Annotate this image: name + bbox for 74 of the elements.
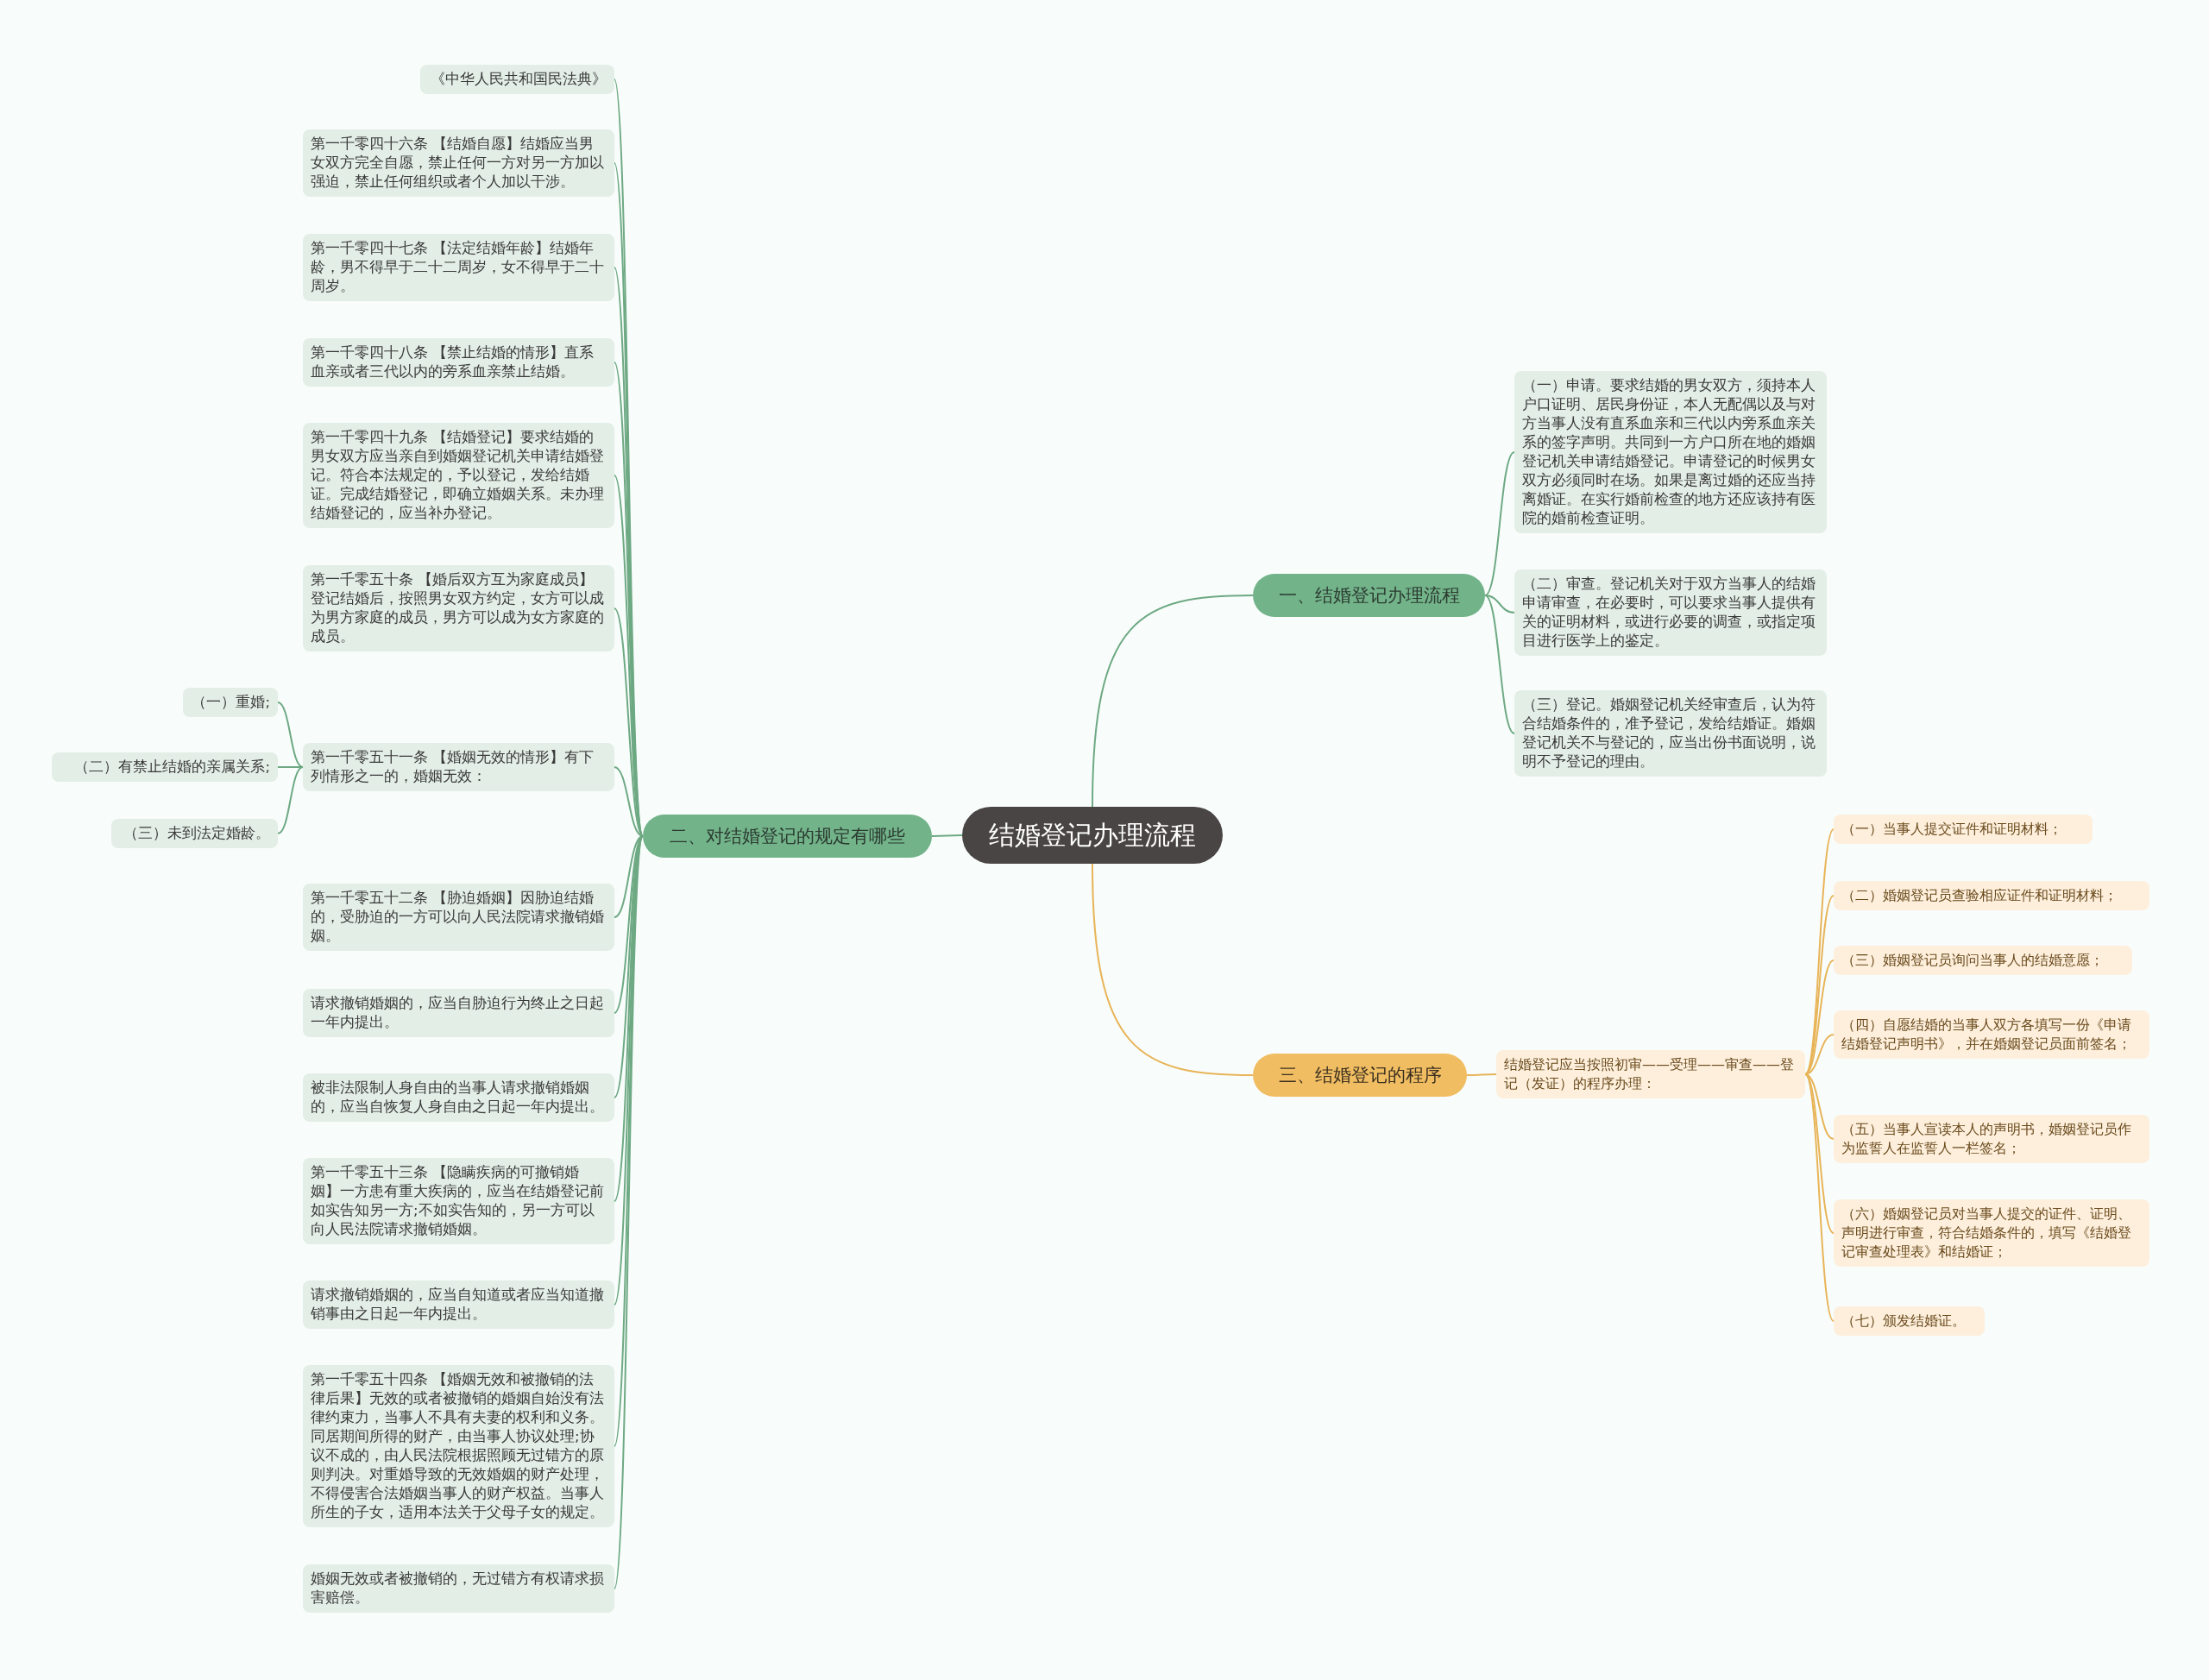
connector-line [614, 766, 644, 837]
subtopic-card [1834, 815, 2093, 844]
subtopic-card [303, 129, 614, 197]
subtopic-card [303, 1073, 614, 1122]
topic-text: （一）当事人提交证件和证明材料； [1841, 820, 2063, 839]
topic-text: （二）婚姻登记员查验相应证件和证明材料； [1841, 886, 2118, 905]
subtopic-card [1514, 569, 1827, 656]
subtopic-card [1834, 1199, 2149, 1267]
connector-line [1484, 451, 1515, 596]
topic-text: 第一千零四十九条 【结婚登记】要求结婚的男女双方应当亲自到婚姻登记机关申请结婚登记。符合本法规定的，予以登记，发给结婚证。完成结婚登记，即确立婚姻关系。未办理结婚登记的，应当补办登记。 [311, 428, 605, 523]
topic-text: 二、对结婚登记的规定有哪些 [670, 825, 905, 848]
subtopic-card [183, 688, 278, 717]
subtopic-card [303, 1158, 614, 1244]
subtopic-card [1834, 881, 2149, 910]
topic-text: （三）婚姻登记员询问当事人的结婚意愿； [1841, 951, 2105, 970]
subtopic-card [1834, 1115, 2149, 1163]
topic-text: （六）婚姻登记员对当事人提交的证件、证明、声明进行审查，符合结婚条件的，填写《结婚登记审查处理表》和结婚证； [1841, 1205, 2132, 1262]
topic-text: （二）有禁止结婚的亲属关系; [73, 758, 270, 777]
subtopic-card [303, 565, 614, 651]
subtopic-card [1834, 1010, 2149, 1059]
topic-text: （五）当事人宣读本人的声明书，婚姻登记员作为监誓人在监誓人一栏签名； [1841, 1120, 2132, 1158]
branch-topic [643, 815, 932, 858]
subtopic-card [303, 884, 614, 951]
topic-text: 第一千零五十三条 【隐瞒疾病的可撤销婚姻】一方患有重大疾病的，应当在结婚登记前如实告知另一方;不如实告知的，另一方可以向人民法院请求撤销婚姻。 [311, 1163, 605, 1239]
connector-line [931, 834, 963, 837]
connector-line [1092, 595, 1254, 808]
topic-text: 请求撤销婚姻的，应当自胁迫行为终止之日起一年内提出。 [311, 994, 605, 1032]
topic-text: 一、结婚登记办理流程 [1278, 584, 1460, 607]
topic-text: 第一千零四十七条 【法定结婚年龄】结婚年龄，男不得早于二十二周岁，女不得早于二十周岁。 [311, 239, 605, 296]
topic-text: 第一千零五十一条 【婚姻无效的情形】有下列情形之一的，婚姻无效： [311, 748, 595, 786]
topic-text: （三）未到法定婚龄。 [123, 824, 270, 843]
connector-line [277, 766, 304, 834]
subtopic-card [420, 65, 614, 94]
subtopic-card [1834, 946, 2132, 975]
topic-text: 第一千零四十八条 【禁止结婚的情形】直系血亲或者三代以内的旁系血亲禁止结婚。 [311, 343, 595, 381]
subtopic-card [303, 234, 614, 301]
subtopic-card [1514, 690, 1827, 777]
topic-text: 三、结婚登记的程序 [1278, 1064, 1442, 1087]
topic-text: 《中华人民共和国民法典》 [430, 70, 607, 89]
connector-line [614, 607, 644, 837]
connector-line [1804, 1073, 1835, 1234]
topic-text: 第一千零五十四条 【婚姻无效和被撤销的法律后果】无效的或者被撤销的婚姻自始没有法律约束力，当事人不具有夫妻的权利和义务。同居期间所得的财产，由当事人协议处理;协议不成的，由人民法院根据照顾无过错方的原则判决。对重婚导致的无效婚姻的财产处理，不得侵害合法婚姻当事人的财产权益。当事人所生的子女，适用本法关于父母子女的规定。 [311, 1370, 605, 1522]
branch-topic [1253, 1054, 1467, 1097]
topic-text: 结婚登记办理流程 [989, 818, 1196, 852]
topic-text: （二）审查。登记机关对于双方当事人的结婚申请审查，在必要时，可以要求当事人提供有关的证明材料，或进行必要的调查，或指定项目进行医学上的鉴定。 [1522, 575, 1816, 651]
topic-text: 第一千零四十六条 【结婚自愿】结婚应当男女双方完全自愿，禁止任何一方对另一方加以强迫，禁止任何组织或者个人加以干涉。 [311, 135, 605, 192]
topic-text: （一）申请。要求结婚的男女双方，须持本人户口证明、居民身份证，本人无配偶以及与对方当事人没有直系血亲和三代以内旁系血亲关系的签字声明。共同到一方户口所在地的婚姻登记机关申请结婚登记。申请登记的时候男女双方必须同时在场。如果是离过婚的还应当持离婚证。在实行婚前检查的地方还应该持有医院的婚前检查证明。 [1522, 376, 1816, 528]
connector-line [1466, 1073, 1497, 1076]
connector-line [1484, 595, 1515, 734]
connector-line [1804, 1034, 1835, 1075]
subtopic-card [303, 989, 614, 1037]
topic-text: 被非法限制人身自由的当事人请求撤销婚姻的，应当自恢复人身自由之日起一年内提出。 [311, 1079, 605, 1117]
subtopic-card [303, 1564, 614, 1613]
connector-line [277, 702, 304, 768]
subtopic-card [52, 752, 278, 782]
topic-text: 请求撤销婚姻的，应当自知道或者应当知道撤销事由之日起一年内提出。 [311, 1286, 605, 1324]
connector-line [1484, 595, 1515, 613]
connector-line [1804, 1073, 1835, 1322]
topic-text: 第一千零五十二条 【胁迫婚姻】因胁迫结婚的，受胁迫的一方可以向人民法院请求撤销婚姻。 [311, 889, 605, 946]
topic-text: 婚姻无效或者被撤销的，无过错方有权请求损害赔偿。 [311, 1570, 605, 1608]
subtopic-card [111, 819, 278, 848]
subtopic-card [303, 1280, 614, 1329]
topic-text: 结婚登记应当按照初审——受理——审查——登记（发证）的程序办理： [1504, 1055, 1795, 1093]
topic-text: 第一千零五十条 【婚后双方互为家庭成员】登记结婚后，按照男女双方约定，女方可以成为男方家庭的成员，男方可以成为女方家庭的成员。 [311, 570, 605, 646]
subtopic-card [1496, 1050, 1805, 1098]
topic-text: （七）颁发结婚证。 [1841, 1312, 1967, 1331]
subtopic-card [1834, 1306, 1985, 1336]
connector-line [1092, 863, 1254, 1076]
subtopic-card [303, 338, 614, 387]
subtopic-card [303, 743, 614, 791]
topic-text: （一）重婚; [191, 693, 270, 712]
topic-text: （四）自愿结婚的当事人双方各填写一份《申请结婚登记声明书》，并在婚姻登记员面前签名； [1841, 1016, 2132, 1054]
branch-topic [1253, 574, 1485, 617]
topic-text: （三）登记。婚姻登记机关经审查后，认为符合结婚条件的，准予登记，发给结婚证。婚姻登记机关不与登记的，应当出份书面说明，说明不予登记的理由。 [1522, 695, 1816, 771]
